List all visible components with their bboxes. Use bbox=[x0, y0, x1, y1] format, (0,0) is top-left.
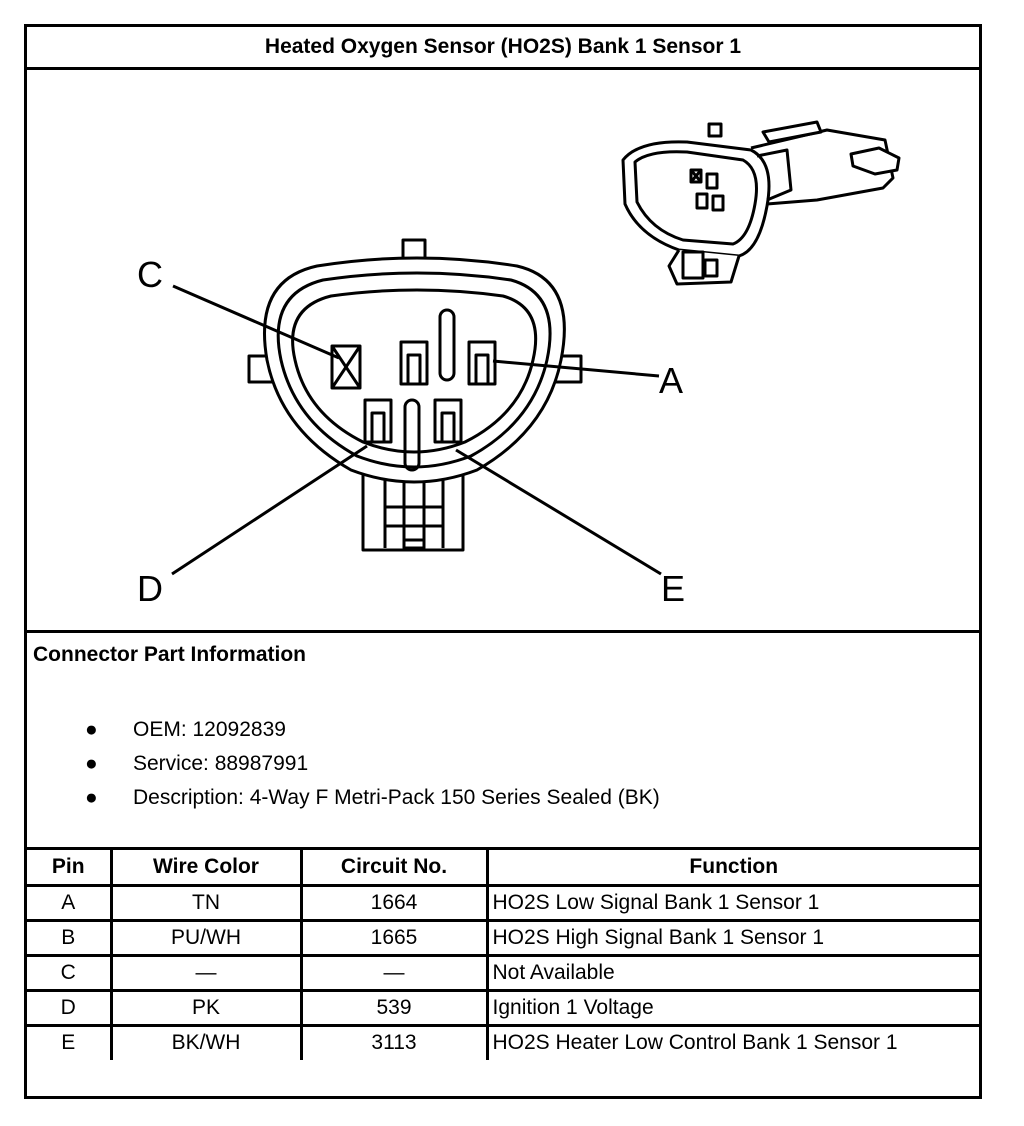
connector-info-heading: Connector Part Information bbox=[33, 643, 307, 666]
circuit-cell: 3113 bbox=[299, 1023, 489, 1060]
function-cell: HO2S High Signal Bank 1 Sensor 1 bbox=[485, 918, 979, 957]
connector-part-info: Connector Part Information ● OEM: 1209283… bbox=[27, 630, 979, 850]
list-item: ● OEM: 12092839 bbox=[83, 713, 660, 747]
list-item: ● Description: 4-Way F Metri-Pack 150 Ser… bbox=[83, 781, 660, 815]
page-title: Heated Oxygen Sensor (HO2S) Bank 1 Senso… bbox=[27, 27, 979, 70]
pin-e-label: E bbox=[661, 568, 686, 609]
table-header-row: Pin Wire Color Circuit No. Function bbox=[27, 850, 979, 887]
pin-cell: B bbox=[27, 918, 113, 957]
column-header-wire-color: Wire Color bbox=[109, 850, 303, 887]
pin-cell: A bbox=[27, 883, 113, 922]
circuit-cell: 1665 bbox=[299, 918, 489, 957]
connector-description: Description: 4-Way F Metri-Pack 150 Seri… bbox=[133, 786, 660, 809]
pin-cell: E bbox=[27, 1023, 113, 1060]
table-row: B PU/WH 1665 HO2S High Signal Bank 1 Sen… bbox=[27, 918, 979, 957]
wire-color-cell: BK/WH bbox=[109, 1023, 303, 1060]
function-cell: Not Available bbox=[485, 953, 979, 992]
diagram-frame: Heated Oxygen Sensor (HO2S) Bank 1 Senso… bbox=[24, 24, 982, 1099]
column-header-pin: Pin bbox=[27, 850, 113, 887]
table-row: A TN 1664 HO2S Low Signal Bank 1 Sensor … bbox=[27, 883, 979, 922]
table-row: C — — Not Available bbox=[27, 953, 979, 992]
function-cell: HO2S Low Signal Bank 1 Sensor 1 bbox=[485, 883, 979, 922]
service-number: Service: 88987991 bbox=[133, 752, 309, 775]
bullet-icon: ● bbox=[85, 718, 98, 741]
pin-cell: C bbox=[27, 953, 113, 992]
circuit-cell: — bbox=[299, 953, 489, 992]
wire-color-cell: TN bbox=[109, 883, 303, 922]
connector-diagram: C A D E bbox=[27, 70, 979, 630]
oem-number: OEM: 12092839 bbox=[133, 718, 286, 741]
pinout-table: Pin Wire Color Circuit No. Function A TN… bbox=[27, 850, 979, 1060]
pin-d-label: D bbox=[137, 568, 163, 609]
pin-c-label: C bbox=[137, 254, 163, 295]
table-row: E BK/WH 3113 HO2S Heater Low Control Ban… bbox=[27, 1023, 979, 1060]
column-header-function: Function bbox=[485, 850, 979, 887]
bullet-icon: ● bbox=[85, 786, 98, 809]
function-cell: Ignition 1 Voltage bbox=[485, 988, 979, 1027]
connector-face-drawing bbox=[171, 120, 901, 576]
bullet-icon: ● bbox=[85, 752, 98, 775]
connector-info-list: ● OEM: 12092839 ● Service: 88987991 ● Descr… bbox=[83, 713, 660, 815]
column-header-circuit-no: Circuit No. bbox=[299, 850, 489, 887]
connector-isometric-drawing bbox=[621, 120, 901, 286]
wire-color-cell: PU/WH bbox=[109, 918, 303, 957]
table-row: D PK 539 Ignition 1 Voltage bbox=[27, 988, 979, 1027]
circuit-cell: 539 bbox=[299, 988, 489, 1027]
wire-color-cell: PK bbox=[109, 988, 303, 1027]
function-cell: HO2S Heater Low Control Bank 1 Sensor 1 bbox=[485, 1023, 979, 1060]
pin-cell: D bbox=[27, 988, 113, 1027]
pin-a-label: A bbox=[659, 360, 684, 401]
circuit-cell: 1664 bbox=[299, 883, 489, 922]
wire-color-cell: — bbox=[109, 953, 303, 992]
list-item: ● Service: 88987991 bbox=[83, 747, 660, 781]
